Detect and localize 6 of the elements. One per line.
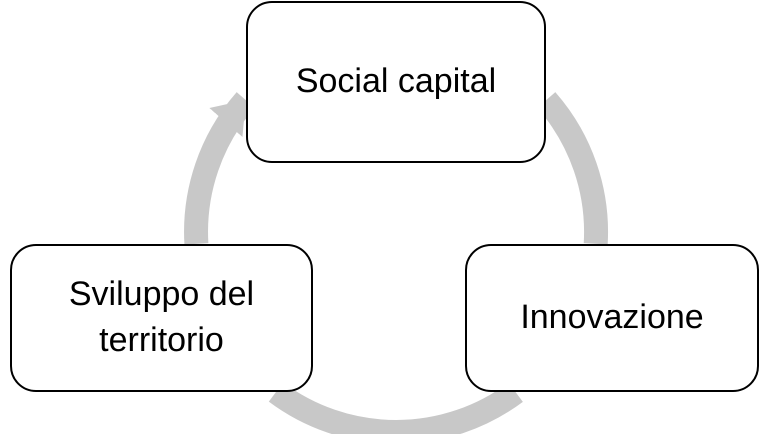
box-label: Innovazione (520, 297, 704, 338)
rounded-box (465, 244, 759, 392)
rounded-box (246, 1, 546, 163)
box-label: Social capital (296, 61, 496, 102)
box-label: Sviluppo del territorio (68, 274, 256, 361)
rounded-box (10, 244, 313, 392)
